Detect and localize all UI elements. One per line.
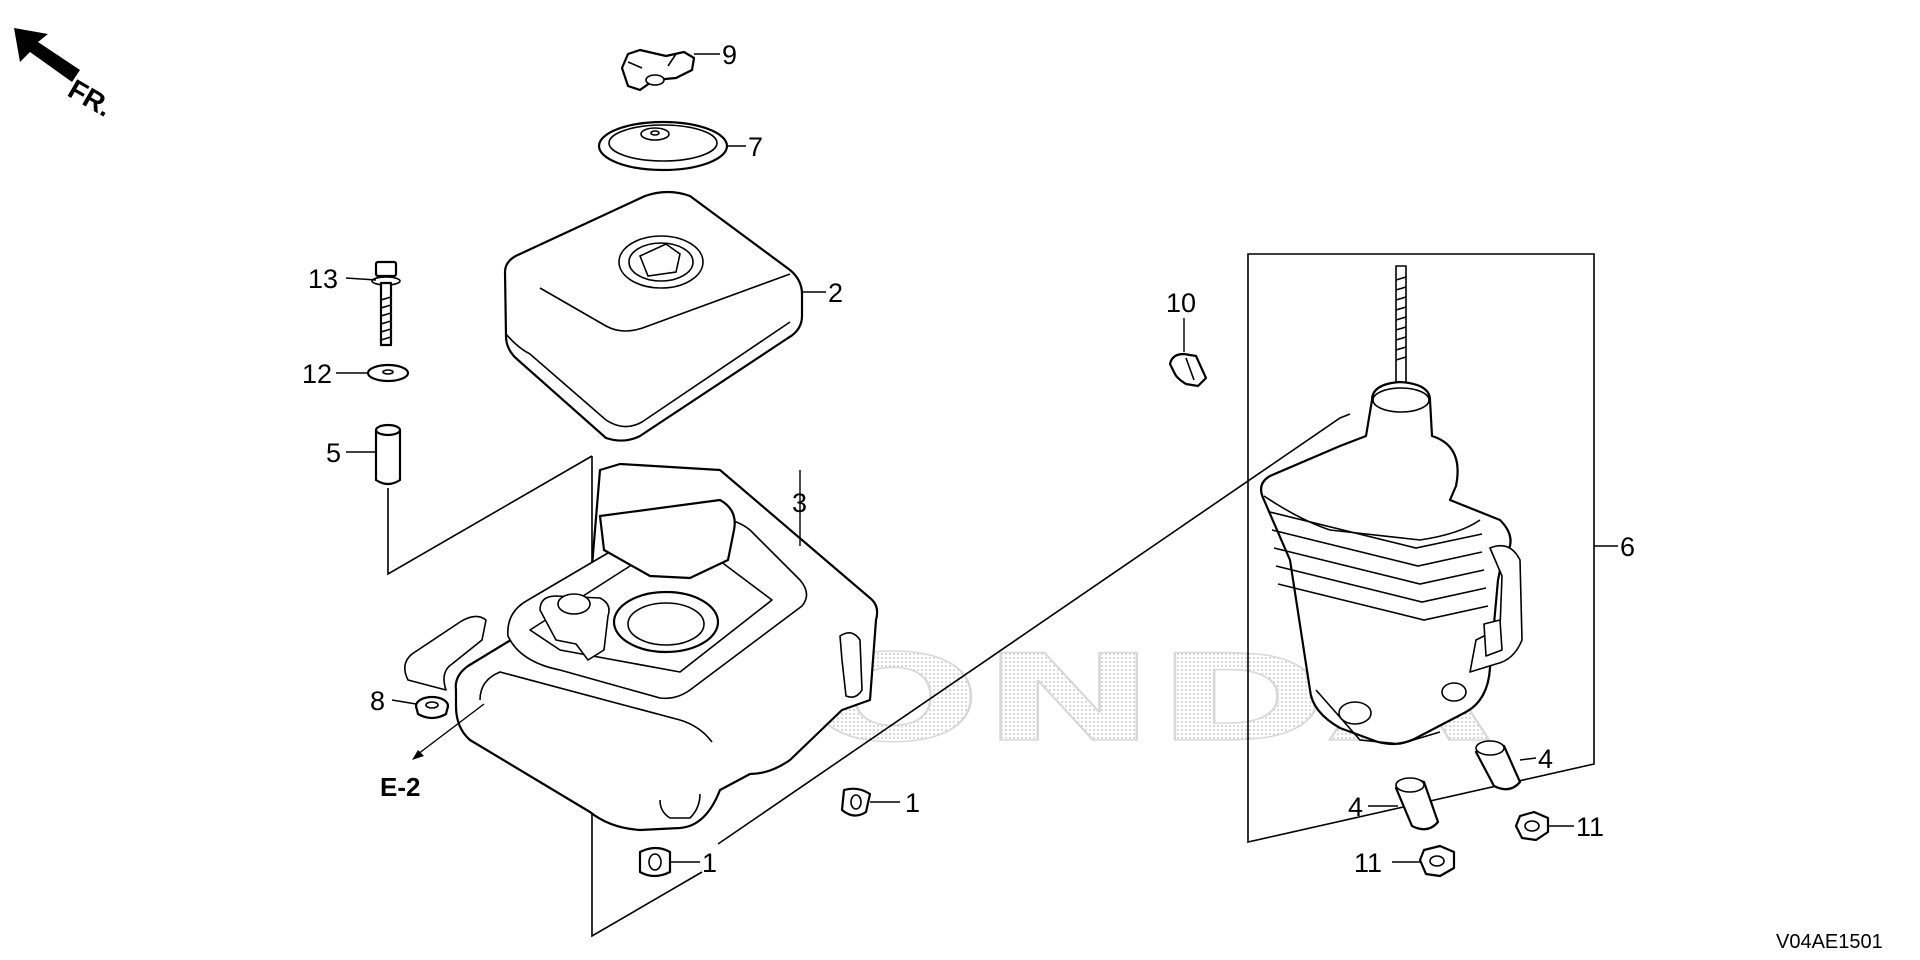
part-9-wing-nut [620,48,696,92]
callout-1-upper: 1 [905,788,920,818]
part-6-element-assembly [1259,265,1523,746]
part-1-grommet-upper [840,787,872,817]
part-3-air-cleaner-case [404,462,879,832]
front-direction-arrow-icon [14,28,80,82]
part-4-collar-right [1474,740,1522,791]
callout-9: 9 [722,40,737,70]
callout-5: 5 [326,438,341,468]
part-1-grommet-lower [638,846,672,878]
callout-8: 8 [370,686,385,716]
part-10-breather-fitting [1168,352,1208,388]
reference-label: E-2 [380,772,420,802]
callout-3: 3 [792,488,807,518]
diagram-code: V04AE1501 [1776,931,1883,953]
callout-1-lower: 1 [702,848,717,878]
callout-4-right: 4 [1538,744,1553,774]
callout-11-lower: 11 [1354,848,1382,878]
part-2-air-cleaner-cover [503,190,804,442]
callout-7: 7 [748,132,763,162]
part-13-bolt [371,260,401,347]
part-7-cover-plate [597,120,729,172]
callout-11-right: 11 [1576,812,1604,842]
callout-4-left: 4 [1348,792,1363,822]
part-8-grommet [414,695,450,720]
part-4-collar-left [1394,777,1440,831]
part-11-nut-right [1514,810,1550,842]
part-5-collar [374,423,402,486]
callout-10: 10 [1166,288,1196,318]
part-11-nut-lower [1418,844,1456,878]
callout-13: 13 [308,264,338,294]
callout-6: 6 [1620,532,1635,562]
callout-12: 12 [302,359,332,389]
callout-2: 2 [828,278,843,308]
part-12-washer [366,363,410,383]
